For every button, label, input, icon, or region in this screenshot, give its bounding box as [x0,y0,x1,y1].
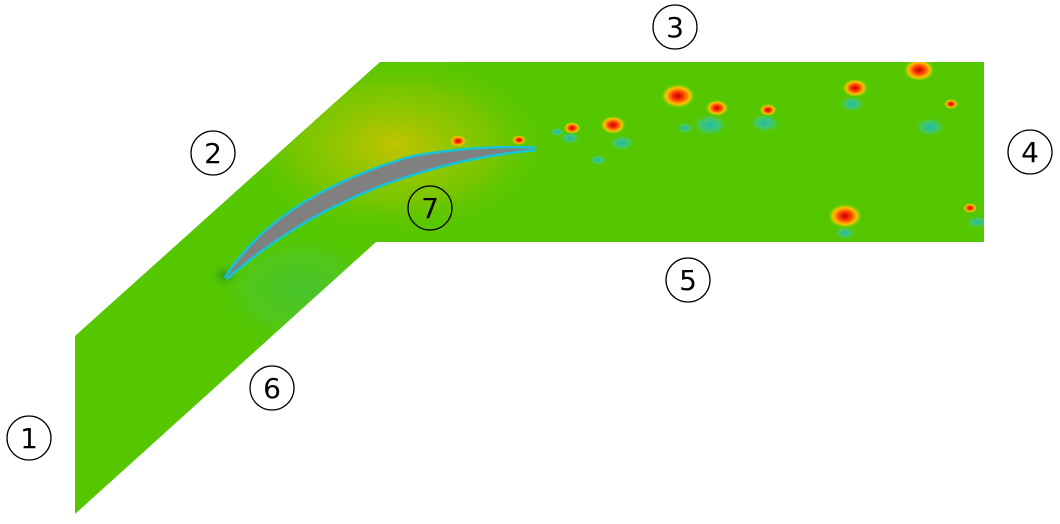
cold-spot [834,226,856,240]
label-boundary-5: 5 [665,257,711,303]
label-boundary-6: 6 [249,365,295,411]
svg-text:4: 4 [1021,136,1039,169]
cold-spot [588,154,608,166]
cold-spot [549,127,565,137]
trailing-edge-wake [210,230,390,350]
cold-spot [966,215,984,229]
hot-spot [828,204,862,228]
svg-text:5: 5 [679,264,697,297]
cold-spot [691,113,729,137]
label-outlet-4: 4 [1007,129,1053,175]
boundary-labels: 1 2 3 4 5 6 7 [6,4,1053,461]
hot-spot [600,116,626,134]
hot-spot [449,135,467,147]
hot-spot [842,79,868,97]
blade [223,145,536,280]
pressure-region [230,62,560,240]
hot-spot [705,100,729,116]
cold-spot [749,113,781,133]
label-boundary-2: 2 [190,130,236,176]
cold-spot [559,131,581,145]
hot-spot [512,135,526,145]
label-inlet-1: 1 [6,415,52,461]
cold-spot [914,117,946,137]
cold-spots [549,96,984,240]
flow-domain [75,62,984,514]
cold-spot [675,122,695,134]
hot-spot [944,99,958,109]
svg-text:6: 6 [263,372,281,405]
hot-spot [563,122,581,134]
hot-spot [903,62,935,81]
svg-text:3: 3 [666,11,684,44]
label-boundary-3: 3 [652,4,698,50]
hot-spot [759,104,777,116]
blade-body [226,148,535,278]
label-blade-7: 7 [407,185,453,231]
cold-spot [609,135,635,151]
svg-text:1: 1 [20,422,38,455]
svg-text:7: 7 [421,192,439,225]
svg-text:2: 2 [204,137,222,170]
hot-spot [661,84,695,108]
hot-spots [449,62,977,228]
hot-spot [963,203,977,213]
cold-spot [839,96,865,112]
